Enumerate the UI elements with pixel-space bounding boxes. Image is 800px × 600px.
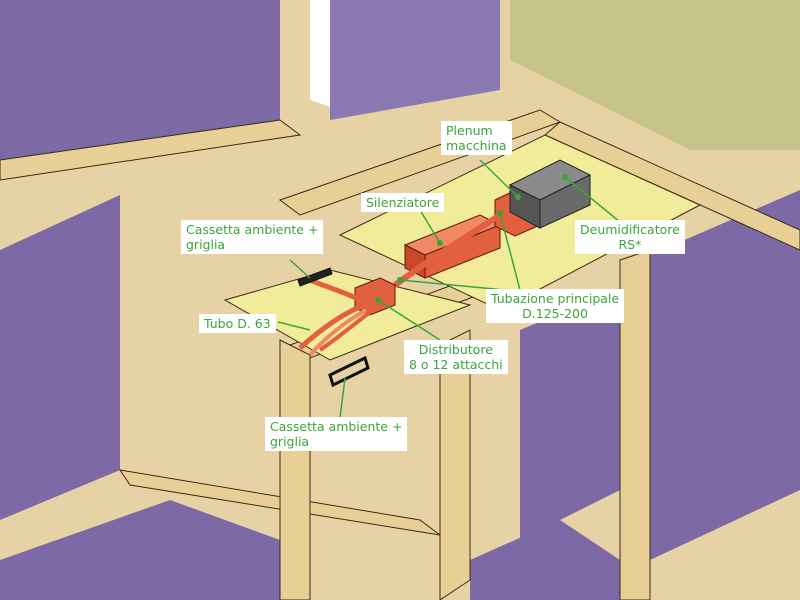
purple-wall-bottom-left [0,500,280,600]
cassetta-grille-top [297,267,333,287]
leader-cassetta-bottom [339,377,346,419]
label-distributore: Distributore 8 o 12 attacchi [404,340,508,374]
leader-tubazione-b [499,212,521,291]
dot-plenum [515,194,521,200]
column-wall-right [619,249,651,600]
label-cassetta-ambiente-top: Cassetta ambiente + griglia [181,220,324,254]
purple-wall-right [650,190,800,560]
olive-exterior-panel [510,0,800,150]
purple-wall-bottom-right [470,520,620,600]
leader-dots [375,174,568,303]
dot-distributore [375,297,381,303]
leader-deumidificatore [564,176,621,223]
leader-tubazione-a [399,279,506,291]
leader-silenziatore [419,209,441,244]
wall-top-right [544,121,800,251]
purple-wall-left-top [0,0,280,160]
label-tubazione-principale: Tubazione principale D.125-200 [486,289,625,323]
leader-distributore [377,299,441,341]
cassetta-grille-bottom [328,355,370,388]
tubo-d63-4 [318,310,372,352]
wall-top-left-diagonal [0,119,302,181]
purple-wall-left-middle [0,195,120,520]
label-plenum-macchina: Plenum macchina [441,121,512,155]
dot-tubazione-b [497,210,503,216]
label-cassetta-ambiente-bottom: Cassetta ambiente + griglia [265,417,408,451]
purple-wall-top-middle [330,0,500,120]
dot-tubazione-a [397,277,403,283]
column-wall-left [279,339,311,600]
leader-plenum [479,159,519,198]
purple-wall-right-lower [520,280,640,540]
dot-deumidificatore [562,174,568,180]
leader-lines [277,159,621,419]
leader-cassetta-top [289,259,311,279]
tubo-d63-2 [298,303,363,350]
label-deumidificatore: Deumidificatore RS* [575,220,685,254]
column-wall-center [439,329,471,600]
leader-tubo [277,321,311,331]
label-tubo-d63: Tubo D. 63 [199,314,276,333]
tubazione-principale-pipe [393,212,502,288]
tubo-d63-3 [308,308,367,357]
label-silenziatore: Silenziatore [361,193,445,212]
silenziatore-box-side [424,224,501,279]
dot-silenziatore [437,240,443,246]
